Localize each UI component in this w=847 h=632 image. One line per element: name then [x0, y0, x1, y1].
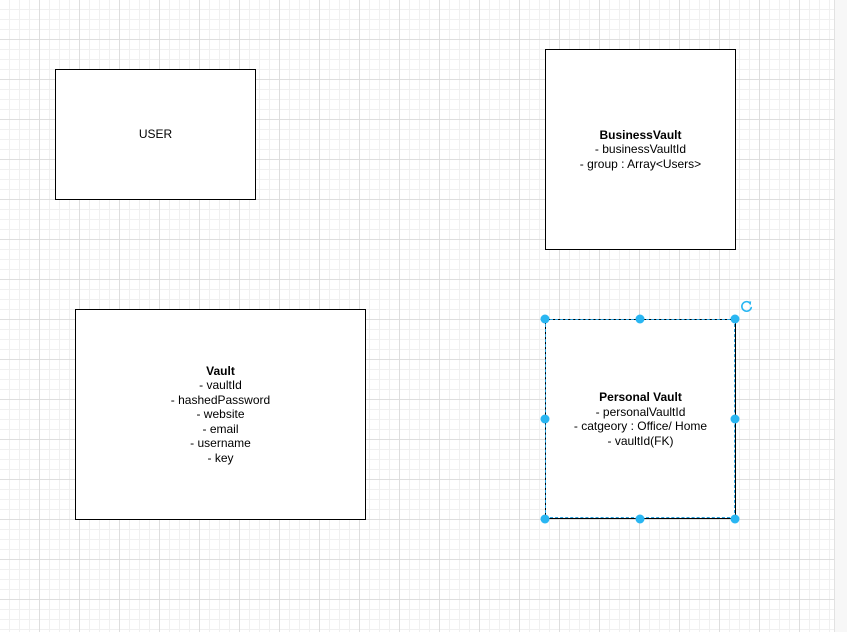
user-entity-box[interactable]: USER [55, 69, 256, 200]
personal-vault-attribute: - vaultId(FK) [607, 433, 674, 448]
personal-vault-attribute: - personalVaultId [595, 404, 686, 419]
personal-vault-entity-box[interactable]: Personal Vault - personalVaultId - catge… [545, 319, 736, 519]
vault-attribute: - hashedPassword [170, 392, 271, 407]
business-vault-attribute: - businessVaultId [594, 142, 687, 157]
vault-attribute: - key [207, 450, 234, 465]
personal-vault-entity-content: Personal Vault - personalVaultId - catge… [574, 390, 707, 448]
vault-attribute: - username [190, 436, 251, 451]
business-vault-entity-title: BusinessVault [599, 127, 682, 142]
vault-attribute: - vaultId [199, 378, 242, 393]
resize-handle-right[interactable] [730, 414, 740, 424]
resize-handle-left[interactable] [540, 414, 550, 424]
resize-handle-top[interactable] [635, 314, 645, 324]
vault-entity-title: Vault [206, 363, 235, 378]
personal-vault-entity-title: Personal Vault [599, 390, 682, 404]
user-entity-content: USER [139, 127, 172, 142]
personal-vault-attribute: - catgeory : Office/ Home [573, 419, 708, 433]
business-vault-entity-content: BusinessVault - businessVaultId - group … [580, 128, 701, 172]
vault-attribute: - email [202, 421, 239, 436]
vault-entity-box[interactable]: Vault - vaultId - hashedPassword - websi… [75, 309, 366, 520]
resize-handle-top-right[interactable] [730, 314, 740, 324]
resize-handle-bottom[interactable] [635, 514, 645, 524]
resize-handle-top-left[interactable] [540, 314, 550, 324]
rotate-icon-graphic [741, 300, 753, 312]
business-vault-entity-box[interactable]: BusinessVault - businessVaultId - group … [545, 49, 736, 250]
business-vault-attribute: - group : Array<Users> [579, 156, 702, 171]
user-entity-title: USER [138, 127, 173, 142]
rotate-icon[interactable] [739, 299, 754, 314]
resize-handle-bottom-left[interactable] [540, 514, 550, 524]
vertical-scrollbar[interactable] [834, 0, 847, 632]
vault-attribute: - website [196, 407, 245, 422]
vault-entity-content: Vault - vaultId - hashedPassword - websi… [171, 364, 270, 466]
resize-handle-bottom-right[interactable] [730, 514, 740, 524]
